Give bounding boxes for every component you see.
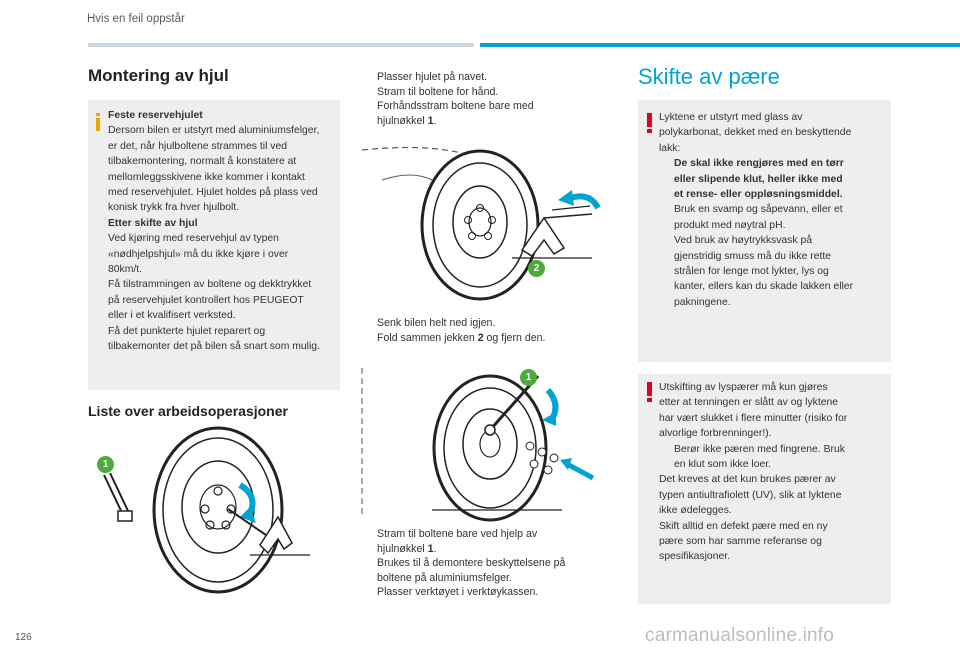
illustration-jack: [361, 146, 601, 301]
warn-line: Utskifting av lyspærer må kun gjøres: [659, 382, 828, 393]
header-section-label: Hvis en feil oppstår: [87, 13, 185, 25]
warning-icon: [647, 382, 652, 402]
info-line: tilbakemontering, normalt å konstatere a…: [108, 156, 297, 168]
info-heading-1: Feste reservehjulet: [108, 110, 203, 121]
step-item: Senk bilen helt ned igjen.: [377, 317, 496, 329]
warn-line: typen antiultrafiolett (UV), slik at lyk…: [659, 489, 842, 501]
step-item: Fold sammen jekken 2 og fjern den.: [377, 331, 546, 344]
info-line: Få det punkterte hjulet reparert og: [108, 325, 266, 337]
warn-line: polykarbonat, dekket med en beskyttende: [659, 127, 852, 139]
info-line: Få tilstrammingen av boltene og dekktryk…: [108, 279, 312, 291]
info-heading-2: Etter skifte av hjul: [108, 217, 198, 229]
info-line: 80km/t.: [108, 264, 143, 276]
info-line: er det, når hjulboltene strammes til ved: [108, 140, 288, 152]
warning-box-paerer: Utskifting av lyspærer må kun gjøres ett…: [638, 374, 891, 604]
info-box-text: Feste reservehjulet Dersom bilen er utst…: [108, 108, 340, 355]
warn-line: ikke ødelegges.: [659, 505, 732, 517]
info-line: tilbakemonter det på bilen så snart som …: [108, 341, 320, 353]
warning-box-lykter: Lyktene er utstyrt med glass av polykarb…: [638, 100, 891, 362]
warn-line: lakk:: [659, 142, 681, 154]
warn-line: Det kreves at det kun brukes pærer av: [659, 474, 836, 486]
info-box-reservehjul: Feste reservehjulet Dersom bilen er utst…: [88, 100, 340, 390]
step-item: Stram til boltene for hånd.: [377, 85, 499, 98]
warning-box-text: Utskifting av lyspærer må kun gjøres ett…: [659, 380, 889, 565]
warn-line: Lyktene er utstyrt med glass av: [659, 112, 803, 123]
right-title: Skifte av pære: [638, 64, 780, 89]
warn-line: alvorlige forbrenninger!).: [659, 428, 772, 440]
step-item: Plasser hjulet på navet.: [377, 71, 488, 83]
info-line: eller i et kvalifisert verksted.: [108, 310, 236, 322]
info-line: på reservehjulet kontrollert hos PEUGEOT: [108, 294, 304, 306]
info-line: Ved kjøring med reservehjul av typen: [108, 233, 279, 245]
callout-badge-jack: 2: [528, 260, 545, 277]
illustration-wheel-wrench: [103, 426, 310, 594]
warn-line: etter at tenningen er slått av og lykten…: [659, 397, 839, 409]
warning-box-text: Lyktene er utstyrt med glass av polykarb…: [659, 110, 889, 310]
header-bar-left: [88, 43, 474, 47]
left-title: Montering av hjul: [88, 66, 229, 85]
callout-badge-key: 1: [520, 369, 537, 386]
callout-badge: 1: [97, 456, 114, 473]
steps-mid: Senk bilen helt ned igjen. Fold sammen j…: [362, 316, 602, 345]
header-bar-accent: [480, 43, 960, 47]
info-line: konisk trykk fra hver hjulbolt.: [108, 202, 240, 214]
step-item: Plasser verktøyet i verktøykassen.: [377, 586, 539, 598]
left-subtitle: Liste over arbeidsoperasjoner: [88, 403, 288, 419]
info-line: «nødhjelpshjul» må du ikke kjøre i over: [108, 248, 289, 260]
illustration-wheel-bolts: [361, 368, 595, 522]
warning-icon: [647, 113, 652, 133]
info-icon: [96, 113, 100, 131]
warn-line: Skift alltid en defekt pære med en ny: [659, 520, 828, 532]
page-number: 126: [15, 632, 32, 643]
steps-top: Plasser hjulet på navet. Stram til bolte…: [362, 70, 602, 128]
watermark: carmanualsonline.info: [645, 625, 835, 646]
warn-line: pære som har samme referanse og: [659, 536, 822, 548]
info-line: med reservehjulet. Hjulet holdes på plas…: [108, 187, 318, 199]
warn-line: spesifikasjoner.: [659, 551, 731, 563]
info-line: mellomleggsskivene ikke kommer i kontakt: [108, 171, 305, 183]
info-line: Dersom bilen er utstyrt med aluminiumsfe…: [108, 125, 320, 137]
warn-line: har vært slukket i flere minutter (risik…: [659, 412, 848, 424]
